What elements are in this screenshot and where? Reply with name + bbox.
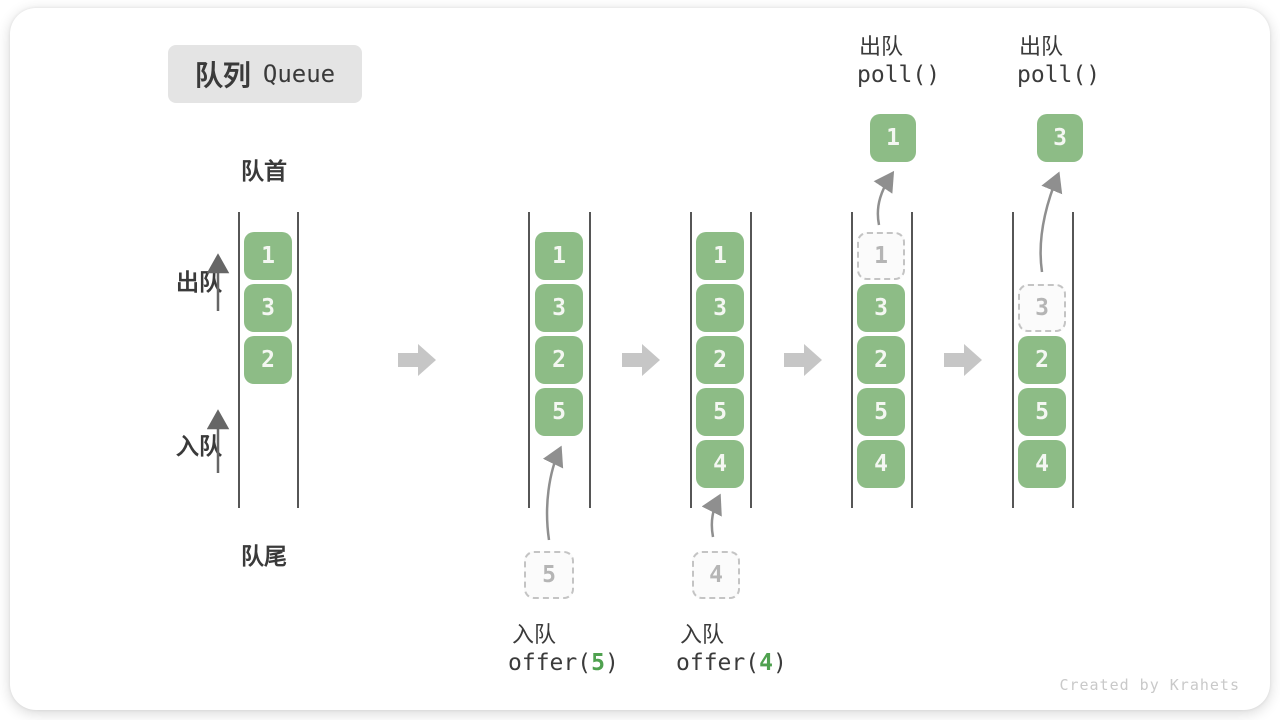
polled-element-box: 3 <box>1037 114 1083 162</box>
queue-wall-left <box>851 212 853 508</box>
queue-cell: 2 <box>696 336 744 384</box>
queue-cell: 2 <box>535 336 583 384</box>
label-queue-rear: 队尾 <box>241 544 287 570</box>
queue-wall-left <box>1012 212 1014 508</box>
diagram-card <box>10 8 1270 710</box>
queue-wall-right <box>750 212 752 508</box>
op-code-offer5: offer(5) <box>508 650 619 676</box>
code-text: offer( <box>508 650 592 676</box>
label-enqueue-left: 入队 <box>176 434 222 460</box>
queue-cell: 3 <box>696 284 744 332</box>
watermark: Created by Krahets <box>1059 676 1240 694</box>
queue-wall-right <box>589 212 591 508</box>
queue-cell: 2 <box>857 336 905 384</box>
queue-cell: 2 <box>1018 336 1066 384</box>
op-label-dequeue: 出队 <box>859 35 904 60</box>
queue-cell: 4 <box>696 440 744 488</box>
queue-cell: 5 <box>696 388 744 436</box>
op-code-poll: poll() <box>857 62 941 88</box>
code-arg: 4 <box>759 650 773 676</box>
queue-cell: 3 <box>535 284 583 332</box>
queue-wall-left <box>528 212 530 508</box>
queue-wall-left <box>238 212 240 508</box>
code-text: offer( <box>676 650 760 676</box>
title-chinese: 队列 <box>194 59 251 92</box>
queue-cell: 5 <box>535 388 583 436</box>
op-label-enqueue: 入队 <box>680 623 725 648</box>
queue-wall-right <box>1072 212 1074 508</box>
title-badge: 队列 Queue <box>168 45 362 103</box>
queue-cell: 4 <box>1018 440 1066 488</box>
queue-cell: 1 <box>535 232 583 280</box>
op-label-enqueue: 入队 <box>512 623 557 648</box>
queue-cell: 3 <box>857 284 905 332</box>
title-english: Queue <box>262 60 336 88</box>
polled-slot-ghost: 3 <box>1018 284 1066 332</box>
queue-wall-left <box>690 212 692 508</box>
op-code-poll: poll() <box>1017 62 1101 88</box>
queue-cell: 5 <box>1018 388 1066 436</box>
op-label-dequeue: 出队 <box>1019 35 1064 60</box>
polled-element-box: 1 <box>870 114 916 162</box>
code-text: ) <box>772 650 787 676</box>
label-dequeue-left: 出队 <box>176 270 222 296</box>
code-arg: 5 <box>591 650 605 676</box>
op-code-offer4: offer(4) <box>676 650 787 676</box>
code-text: ) <box>604 650 619 676</box>
polled-slot-ghost: 1 <box>857 232 905 280</box>
queue-wall-right <box>297 212 299 508</box>
label-queue-front: 队首 <box>241 159 287 185</box>
queue-cell: 3 <box>244 284 292 332</box>
incoming-element-box: 5 <box>524 551 574 599</box>
queue-cell: 1 <box>696 232 744 280</box>
queue-cell: 2 <box>244 336 292 384</box>
incoming-element-box: 4 <box>692 551 740 599</box>
queue-cell: 5 <box>857 388 905 436</box>
queue-wall-right <box>911 212 913 508</box>
queue-cell: 1 <box>244 232 292 280</box>
queue-cell: 4 <box>857 440 905 488</box>
